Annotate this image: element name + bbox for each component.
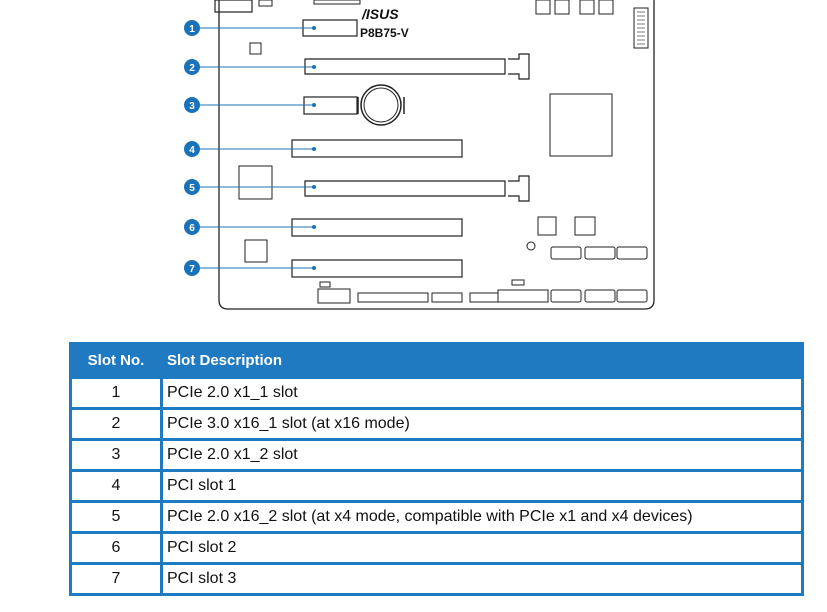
- svg-text:7: 7: [189, 264, 195, 275]
- pch-heatsink: [549, 93, 613, 157]
- table-row: 3 PCIe 2.0 x1_2 slot: [69, 439, 804, 472]
- table-header-row: Slot No. Slot Description: [69, 342, 804, 379]
- slot-description: PCIe 2.0 x1_2 slot: [161, 439, 804, 472]
- slot-pcie-x16-2: [304, 175, 530, 202]
- chip: [244, 239, 268, 263]
- top-connector: [313, 0, 361, 5]
- svg-text:3: 3: [189, 101, 195, 112]
- slot-pci-1: [291, 139, 463, 158]
- top-connector: [258, 0, 273, 7]
- slot-pcie-x16-1: [304, 53, 530, 80]
- bottom-headers: [317, 279, 549, 304]
- slot-table: Slot No. Slot Description 1 PCIe 2.0 x1_…: [69, 342, 804, 596]
- slot-description: PCI slot 1: [161, 470, 804, 503]
- callout-leaders: [200, 27, 314, 269]
- slot-number: 1: [69, 377, 163, 410]
- svg-text:1: 1: [189, 24, 195, 35]
- slot-number: 6: [69, 532, 163, 565]
- slot-number: 4: [69, 470, 163, 503]
- table-row: 6 PCI slot 2: [69, 532, 804, 565]
- sata-connectors: [550, 246, 648, 303]
- cmos-battery: [360, 84, 402, 126]
- svg-text:2: 2: [189, 63, 195, 74]
- callout-1: 1: [184, 20, 200, 36]
- slot-number: 2: [69, 408, 163, 441]
- battery-holder: [357, 97, 405, 114]
- atx-power-pins: [637, 11, 645, 45]
- table-row: 5 PCIe 2.0 x16_2 slot (at x4 mode, compa…: [69, 501, 804, 534]
- callout-2: 2: [184, 59, 200, 75]
- table-row: 4 PCI slot 1: [69, 470, 804, 503]
- table-row: 1 PCIe 2.0 x1_1 slot: [69, 377, 804, 410]
- dimm-slot: [579, 0, 595, 15]
- svg-text:6: 6: [189, 223, 195, 234]
- callout-5: 5: [184, 179, 200, 195]
- table-row: 2 PCIe 3.0 x16_1 slot (at x16 mode): [69, 408, 804, 441]
- top-connector: [214, 0, 253, 13]
- chip: [537, 216, 557, 236]
- motherboard-diagram: /ISUS P8B75-V: [184, 0, 655, 310]
- svg-text:4: 4: [189, 145, 195, 156]
- led: [526, 241, 536, 251]
- slot-number: 7: [69, 563, 163, 596]
- atx-power-connector: [633, 7, 649, 49]
- callout-3: 3: [184, 97, 200, 113]
- small-chip: [249, 42, 262, 55]
- slot-description: PCI slot 3: [161, 563, 804, 596]
- dimm-slot: [535, 0, 551, 15]
- slot-description: PCI slot 2: [161, 532, 804, 565]
- leader-dots: [312, 26, 316, 270]
- callout-6: 6: [184, 219, 200, 235]
- callout-4: 4: [184, 141, 200, 157]
- slot-description: PCIe 2.0 x16_2 slot (at x4 mode, compati…: [161, 501, 804, 534]
- chip: [238, 165, 273, 200]
- svg-text:5: 5: [189, 183, 195, 194]
- dimm-slot: [554, 0, 570, 15]
- dimm-slot: [598, 0, 614, 15]
- slot-pci-2: [291, 218, 463, 237]
- slot-number: 5: [69, 501, 163, 534]
- table-row: 7 PCI slot 3: [69, 563, 804, 596]
- slot-description: PCIe 2.0 x1_1 slot: [161, 377, 804, 410]
- header-slot-description: Slot Description: [160, 342, 804, 379]
- chip: [574, 216, 596, 236]
- brand-logo: /ISUS: [361, 6, 399, 22]
- board-outline: [218, 0, 655, 310]
- slot-number: 3: [69, 439, 163, 472]
- model-label: P8B75-V: [360, 26, 409, 40]
- cmos-battery-inner: [363, 87, 399, 123]
- header-slot-no: Slot No.: [69, 342, 163, 379]
- callout-7: 7: [184, 260, 200, 276]
- slot-description: PCIe 3.0 x16_1 slot (at x16 mode): [161, 408, 804, 441]
- slot-pci-3: [291, 259, 463, 278]
